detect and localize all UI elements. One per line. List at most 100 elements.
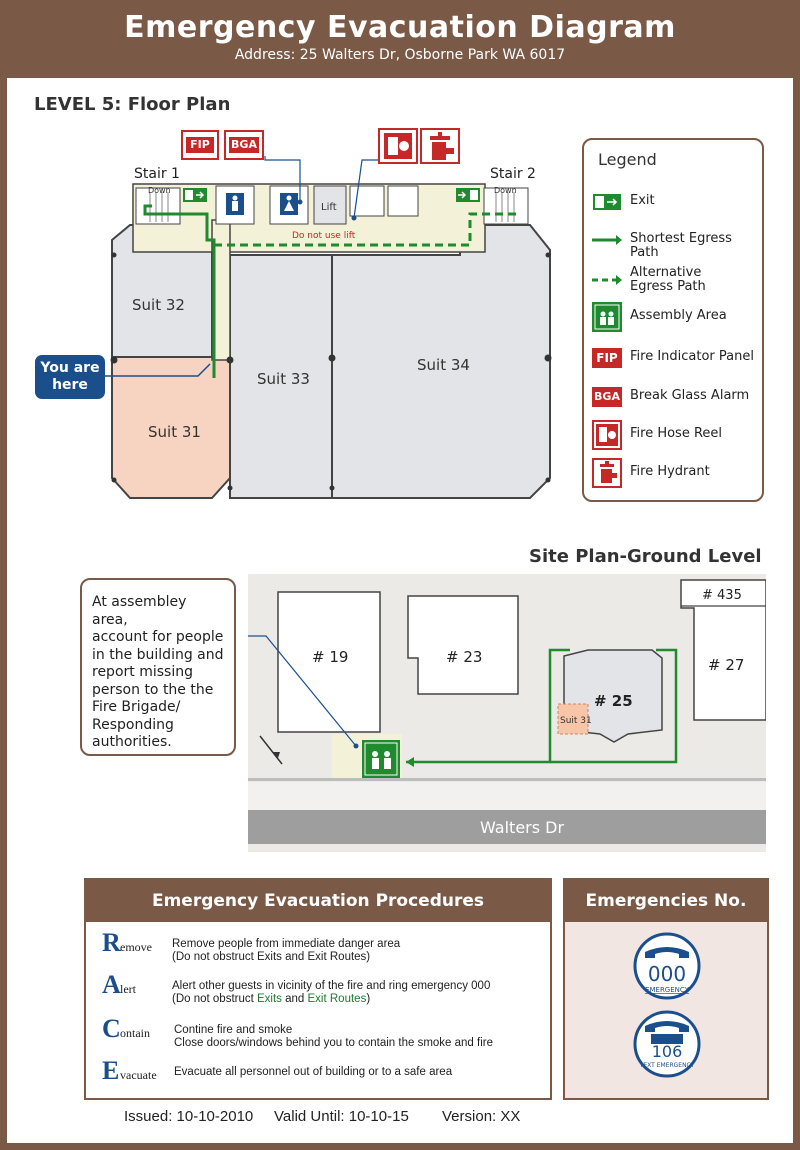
valid-until: Valid Until: 10-10-15	[274, 1108, 409, 1125]
procedures-panel: Emergency Evacuation Procedures R emove …	[84, 878, 552, 1100]
race-desc-line: Close doors/windows behind you to contai…	[174, 1037, 493, 1049]
race-desc-text: (Do not obstruct	[172, 993, 258, 1005]
emergency-phone-icon	[633, 932, 701, 1000]
road-label: Walters Dr	[480, 818, 564, 837]
text-emergency-number: 106	[652, 1042, 683, 1061]
callout-line: account for people	[92, 629, 224, 645]
legend-title: Legend	[598, 150, 657, 169]
race-word: vacuate	[120, 1068, 157, 1082]
callout-line: Fire Brigade/	[92, 699, 181, 715]
address: Address: 25 Walters Dr, Osborne Park WA …	[234, 47, 566, 63]
race-desc-text: and	[281, 993, 308, 1005]
emergency-number: 000	[648, 962, 686, 986]
race-letter: A	[102, 970, 121, 999]
race-alert: A lert Alert other guests in vicinity of…	[100, 970, 540, 1016]
header: Emergency Evacuation Diagram Address: 25…	[0, 0, 800, 78]
callout-line: Responding	[92, 716, 174, 733]
callout-line: person to the the	[92, 681, 214, 698]
page-title: Emergency Evacuation Diagram	[124, 10, 676, 45]
race-remove: R emove Remove people from immediate dan…	[100, 928, 540, 974]
fip-badge: FIP	[186, 137, 214, 153]
suite-31-label: Suit 31	[148, 423, 201, 441]
building-19-label: # 19	[312, 648, 348, 666]
fip-icon: FIP	[592, 348, 622, 368]
legend-bga-badge: BGA	[594, 390, 620, 403]
suite-31-marker	[557, 703, 589, 735]
fire-hose-reel-icon	[378, 128, 418, 164]
fire-equipment-icons	[378, 128, 460, 164]
legend-item-fire-hydrant: Fire Hydrant	[592, 458, 762, 488]
legend-item-exit: Exit	[592, 187, 762, 217]
text-emergency-label: TEXT EMERGENCY	[639, 1062, 695, 1069]
legend-label-fip: Fire Indicator Panel	[630, 349, 754, 364]
building-435-label: # 435	[702, 588, 742, 603]
fire-hose-reel-icon	[592, 420, 622, 450]
race-desc: Alert other guests in vicinity of the fi…	[172, 980, 490, 1006]
emergency-label: EMERGENCY	[645, 986, 690, 994]
legend-item-fip: FIP Fire Indicator Panel	[592, 343, 762, 373]
lift-label: Lift	[321, 202, 337, 213]
bga-icon: BGA	[224, 130, 264, 160]
race-letter: R	[102, 928, 121, 957]
assembly-area-icon	[592, 302, 622, 332]
fip-icon: FIP	[181, 130, 219, 160]
callout-line: At assembley area,	[92, 594, 187, 628]
legend-label-fire-hydrant: Fire Hydrant	[630, 464, 710, 479]
exit-icon	[183, 188, 207, 202]
race-word: ontain	[120, 1026, 150, 1040]
race-desc-line: Alert other guests in vicinity of the fi…	[172, 980, 491, 992]
version: Version: XX	[442, 1108, 521, 1125]
road	[248, 810, 766, 844]
male-toilet-icon	[226, 193, 244, 215]
building-19	[277, 591, 381, 733]
race-desc-exit-routes: Exit Routes	[307, 993, 367, 1005]
floor-plan-title: LEVEL 5: Floor Plan	[34, 94, 231, 115]
alternative-egress-path	[214, 212, 520, 247]
legend-item-shortest-path: Shortest Egress Path	[592, 225, 762, 260]
fire-hydrant-icon	[420, 128, 460, 164]
shortest-path-icon	[592, 235, 622, 245]
north-arrow-icon	[259, 735, 283, 765]
down-2-label: Down	[494, 186, 517, 195]
legend-label-assembly-area: Assembly Area	[630, 308, 727, 323]
race-contain: C ontain Contine fire and smoke Close do…	[100, 1014, 540, 1060]
race-letter: E	[102, 1056, 120, 1085]
legend-label-alternative-line2: Egress Path	[630, 279, 706, 294]
building-23	[407, 595, 519, 695]
procedures-title: Emergency Evacuation Procedures	[86, 880, 550, 922]
you-are-here-line2: here	[52, 377, 88, 393]
legend-item-fire-hose-reel: Fire Hose Reel	[592, 420, 762, 450]
callout-line: in the building and	[92, 646, 224, 663]
shortest-egress-path	[143, 204, 216, 378]
race-desc-line: Remove people from immediate danger area	[172, 938, 401, 950]
issued-date: Issued: 10-10-2010	[124, 1108, 254, 1125]
you-are-here-badge: You are here	[35, 355, 105, 399]
lift	[313, 185, 347, 225]
legend-label-fire-hose-reel: Fire Hose Reel	[630, 426, 723, 441]
site-egress-path	[406, 648, 570, 764]
bga-icon: BGA	[592, 387, 622, 407]
race-desc-line: (Do not obstruct Exits and Exit Routes)	[172, 993, 490, 1006]
legend-fip-badge: FIP	[596, 351, 618, 365]
stair-2	[483, 187, 529, 225]
race-desc-line: Evacuate all personnel out of building o…	[174, 1066, 453, 1078]
site-plan-map: # 19 # 23 # 25 # 435 # 27 Suit 31 Walter…	[248, 574, 766, 852]
race-desc-line: (Do not obstruct Exits and Exit Routes)	[172, 951, 371, 963]
suite-34-label: Suit 34	[417, 356, 470, 374]
assembly-callout: At assembley area, account for people in…	[80, 578, 236, 756]
race-letter: C	[102, 1014, 121, 1043]
race-desc: Contine fire and smoke Close doors/windo…	[174, 1024, 493, 1050]
legend-label-shortest-path: Shortest Egress Path	[630, 231, 732, 260]
emergency-numbers: 000 EMERGENCY 106 TEXT EMERGENCY	[633, 932, 701, 1078]
legend-item-bga: BGA Break Glass Alarm	[592, 382, 762, 412]
legend-item-assembly-area: Assembly Area	[592, 302, 762, 332]
race-evacuate: E vacuate Evacuate all personnel out of …	[100, 1056, 540, 1102]
race-desc: Remove people from immediate danger area…	[172, 938, 400, 964]
do-not-use-lift-label: Do not use lift	[292, 231, 356, 241]
emergencies-title: Emergencies No.	[565, 880, 767, 922]
race-word: lert	[120, 982, 136, 996]
legend: Legend Exit Shortest Egress Path Alterna…	[582, 138, 764, 502]
down-1-label: Down	[148, 186, 171, 195]
assembly-area-icon	[362, 740, 400, 778]
